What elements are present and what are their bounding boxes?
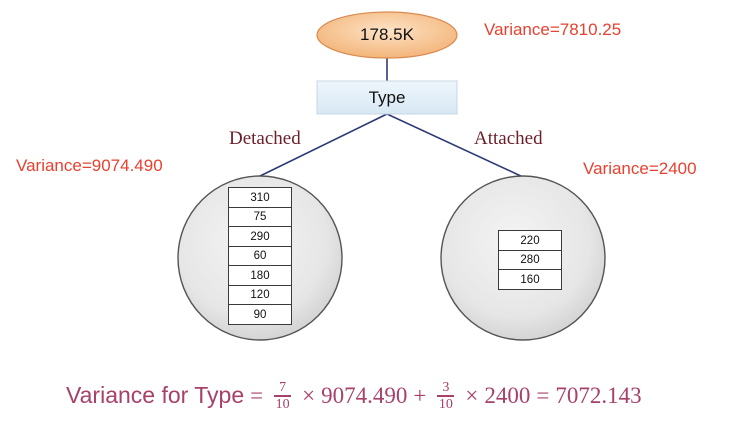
split-label: Type <box>368 88 406 107</box>
value-cell: 290 <box>228 226 292 247</box>
value-cell: 90 <box>228 304 292 325</box>
split-node <box>316 80 458 115</box>
edge-attached <box>386 113 524 178</box>
attached-variance: Variance=2400 <box>583 159 697 178</box>
value-cell: 310 <box>228 187 292 208</box>
value-cell: 60 <box>228 245 292 267</box>
root-variance: Variance=7810.25 <box>484 20 622 39</box>
value-cell: 120 <box>228 284 292 306</box>
branch-label-detached: Detached <box>229 128 301 149</box>
value-cell: 180 <box>228 265 292 286</box>
branch-label-attached: Attached <box>474 128 543 149</box>
formula-equals: = <box>536 382 550 408</box>
formula-lhs: Variance for Type <box>66 382 245 409</box>
formula-result: 7072.143 <box>555 382 642 408</box>
fraction-attached-num: 3 <box>442 380 450 395</box>
fraction-detached-den: 10 <box>275 396 290 412</box>
root-value: 178.5K <box>360 25 414 44</box>
fraction-detached-num: 7 <box>279 380 287 395</box>
formula-times: × <box>465 382 479 408</box>
formula-equals: = <box>250 382 264 408</box>
value-cell: 280 <box>498 249 562 271</box>
formula-plus: + <box>413 382 427 408</box>
detached-variance: Variance=9074.490 <box>16 156 163 175</box>
value-cell: 160 <box>498 269 562 290</box>
variance-formula: Variance for Type = 7 10 × 9074.490 + 3 … <box>66 380 642 412</box>
edge-detached <box>257 113 388 178</box>
root-node <box>316 11 458 59</box>
value-cell: 220 <box>498 230 562 251</box>
value-cell: 75 <box>228 206 292 228</box>
fraction-attached: 3 10 <box>437 380 455 412</box>
fraction-attached-den: 10 <box>438 396 453 412</box>
formula-times: × <box>302 382 316 408</box>
formula-attached-variance: 2400 <box>484 382 531 408</box>
formula-detached-variance: 9074.490 <box>321 382 408 408</box>
fraction-detached: 7 10 <box>274 380 292 412</box>
